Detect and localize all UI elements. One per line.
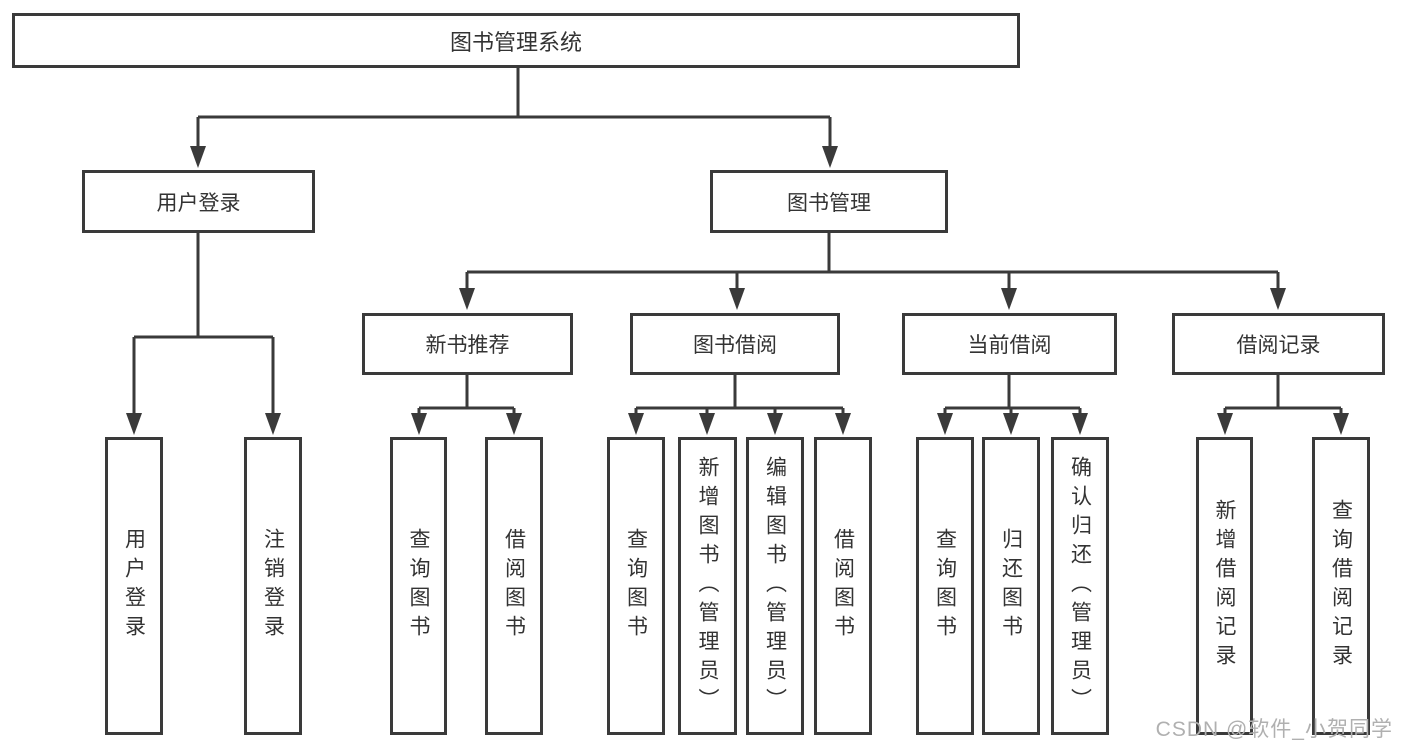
node-user-login: 用户登录 bbox=[82, 170, 315, 233]
leaf-add-book-admin: 新增图书（管理员） bbox=[678, 437, 737, 735]
leaf-logout-label: 注销登录 bbox=[261, 528, 285, 644]
leaf-borrow-books: 借阅图书 bbox=[814, 437, 872, 735]
node-root-label: 图书管理系统 bbox=[449, 29, 582, 55]
arrow-down-icon bbox=[1270, 288, 1286, 310]
node-book-borrow: 图书借阅 bbox=[630, 313, 840, 375]
leaf-query-borrow-record-label: 查询借阅记录 bbox=[1329, 499, 1353, 673]
node-root: 图书管理系统 bbox=[12, 13, 1020, 68]
arrow-down-icon bbox=[822, 146, 838, 168]
leaf-logout: 注销登录 bbox=[244, 437, 302, 735]
arrow-down-icon bbox=[190, 146, 206, 168]
connector-book-management-to-level3 bbox=[465, 233, 1280, 289]
leaf-edit-book-admin-label: 编辑图书（管理员） bbox=[763, 455, 787, 717]
arrow-down-icon bbox=[265, 413, 281, 435]
leaf-confirm-return-admin-label: 确认归还（管理员） bbox=[1068, 455, 1092, 717]
leaf-user-login: 用户登录 bbox=[105, 437, 163, 735]
leaf-edit-book-admin: 编辑图书（管理员） bbox=[746, 437, 804, 735]
arrowheads bbox=[126, 146, 1349, 435]
arrow-down-icon bbox=[729, 288, 745, 310]
node-borrow-records-label: 借阅记录 bbox=[1236, 334, 1321, 357]
connector-borrow-records-to-leaves bbox=[1223, 375, 1343, 414]
connector-current-borrow-to-leaves bbox=[943, 375, 1082, 414]
leaf-query-books-current: 查询图书 bbox=[916, 437, 974, 735]
leaf-query-books-borrow-label: 查询图书 bbox=[624, 528, 648, 644]
leaf-query-borrow-record: 查询借阅记录 bbox=[1312, 437, 1370, 735]
arrow-down-icon bbox=[1217, 413, 1233, 435]
leaf-add-borrow-record: 新增借阅记录 bbox=[1196, 437, 1253, 735]
leaf-query-books-recommend-label: 查询图书 bbox=[407, 528, 430, 644]
node-book-management: 图书管理 bbox=[710, 170, 948, 233]
leaf-return-books: 归还图书 bbox=[982, 437, 1040, 735]
leaf-query-books-recommend: 查询图书 bbox=[390, 437, 447, 735]
arrow-down-icon bbox=[628, 413, 644, 435]
arrow-down-icon bbox=[767, 413, 783, 435]
arrow-down-icon bbox=[459, 288, 475, 310]
arrow-down-icon bbox=[835, 413, 851, 435]
arrow-down-icon bbox=[1001, 288, 1017, 310]
node-current-borrow-label: 当前借阅 bbox=[967, 334, 1052, 357]
connector-new-book-recommend-to-leaves bbox=[417, 375, 516, 414]
arrow-down-icon bbox=[126, 413, 142, 435]
node-new-book-recommend-label: 新书推荐 bbox=[425, 334, 510, 357]
arrow-down-icon bbox=[937, 413, 953, 435]
leaf-return-books-label: 归还图书 bbox=[999, 528, 1023, 644]
leaf-confirm-return-admin: 确认归还（管理员） bbox=[1051, 437, 1109, 735]
connector-user-login-to-leaves bbox=[132, 233, 275, 414]
leaf-add-book-admin-label: 新增图书（管理员） bbox=[696, 455, 719, 717]
arrow-down-icon bbox=[506, 413, 522, 435]
leaf-user-login-label: 用户登录 bbox=[122, 528, 146, 644]
node-book-management-label: 图书管理 bbox=[787, 191, 871, 215]
leaf-borrow-books-label: 借阅图书 bbox=[831, 528, 855, 644]
node-user-login-label: 用户登录 bbox=[156, 191, 241, 215]
connector-root-to-level2 bbox=[196, 68, 832, 147]
csdn-watermark: CSDN @软件_小贺同学 bbox=[1155, 718, 1393, 741]
arrow-down-icon bbox=[699, 413, 715, 435]
node-current-borrow: 当前借阅 bbox=[902, 313, 1117, 375]
node-borrow-records: 借阅记录 bbox=[1172, 313, 1385, 375]
arrow-down-icon bbox=[1003, 413, 1019, 435]
connector-book-borrow-to-leaves bbox=[634, 375, 845, 414]
node-book-borrow-label: 图书借阅 bbox=[693, 334, 777, 357]
node-new-book-recommend: 新书推荐 bbox=[362, 313, 573, 375]
leaf-borrow-books-recommend: 借阅图书 bbox=[485, 437, 543, 735]
arrow-down-icon bbox=[1072, 413, 1088, 435]
leaf-query-books-current-label: 查询图书 bbox=[933, 528, 957, 644]
leaf-borrow-books-recommend-label: 借阅图书 bbox=[502, 528, 526, 644]
arrow-down-icon bbox=[1333, 413, 1349, 435]
leaf-add-borrow-record-label: 新增借阅记录 bbox=[1213, 499, 1236, 673]
arrow-down-icon bbox=[411, 413, 427, 435]
connector-paths bbox=[132, 68, 1343, 414]
leaf-query-books-borrow: 查询图书 bbox=[607, 437, 665, 735]
